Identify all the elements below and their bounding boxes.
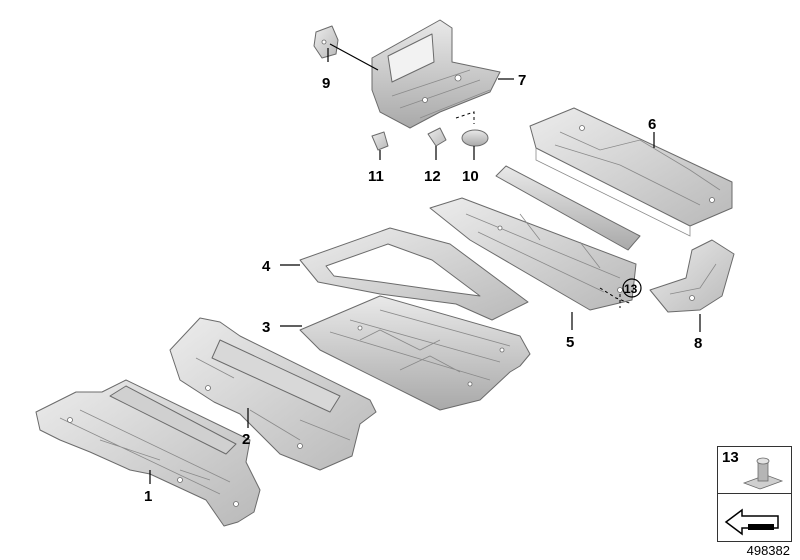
part-10-illustration bbox=[461, 129, 489, 147]
part-6-illustration bbox=[529, 107, 733, 237]
part-7-illustration bbox=[371, 19, 501, 129]
part-2-illustration bbox=[169, 317, 377, 471]
callout-label-10: 10 bbox=[462, 168, 479, 185]
callout-label-13: 13 bbox=[624, 282, 638, 296]
part-8-illustration bbox=[649, 239, 735, 313]
part-4-illustration bbox=[299, 227, 529, 321]
document-number: 498382 bbox=[746, 543, 790, 558]
leader-lines bbox=[149, 43, 701, 484]
callout-label-5: 5 bbox=[566, 334, 574, 351]
part-1-illustration bbox=[35, 379, 261, 527]
part-13-nut-illustration bbox=[742, 457, 784, 490]
callout-label-1: 1 bbox=[144, 488, 152, 505]
part-12-illustration bbox=[427, 127, 447, 147]
part-11-illustration bbox=[371, 131, 389, 151]
callout-label-9: 9 bbox=[322, 75, 330, 92]
callout-label-4: 4 bbox=[262, 258, 271, 275]
inset-part-13: 13 bbox=[717, 446, 792, 494]
direction-arrow-icon bbox=[724, 508, 779, 536]
callout-label-3: 3 bbox=[262, 319, 270, 336]
callout-label-11: 11 bbox=[368, 168, 384, 185]
inset-part-13-label: 13 bbox=[722, 449, 739, 466]
callout-label-6: 6 bbox=[648, 116, 656, 133]
callout-label-8: 8 bbox=[694, 335, 702, 352]
part-5-illustration bbox=[429, 165, 641, 311]
part-3-illustration bbox=[299, 295, 531, 411]
inset-arrow-symbol bbox=[717, 493, 792, 542]
callout-label-7: 7 bbox=[518, 72, 526, 89]
part-9-illustration bbox=[313, 25, 339, 59]
callout-label-12: 12 bbox=[424, 168, 441, 185]
callout-label-2: 2 bbox=[242, 431, 250, 448]
